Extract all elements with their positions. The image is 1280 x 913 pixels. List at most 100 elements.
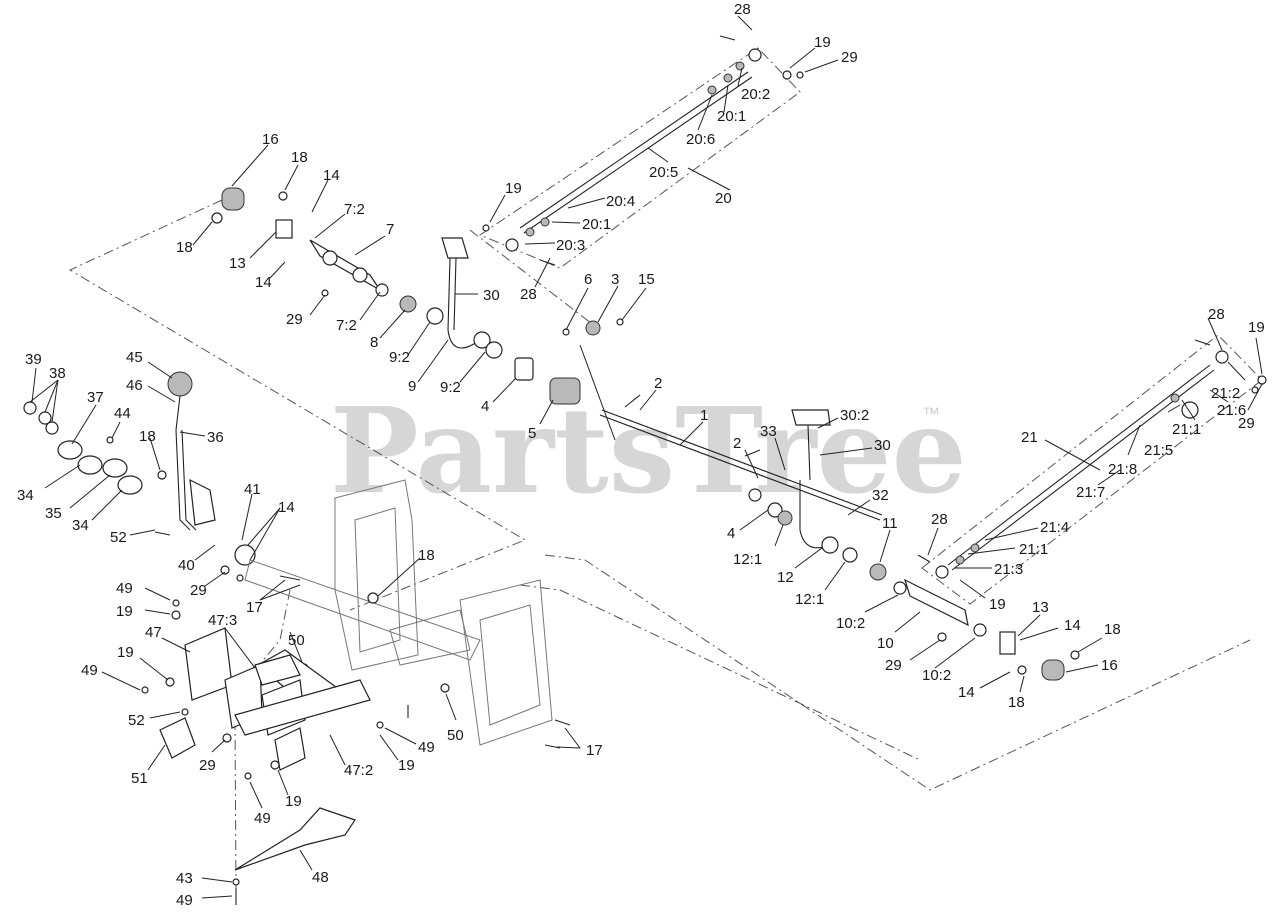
watermark: PartsTree ™ — [330, 381, 967, 520]
callout-label: 7:2 — [344, 201, 365, 218]
callout-label: 47:3 — [208, 612, 237, 629]
callout-label: 13 — [1032, 599, 1049, 616]
callout-label: 14 — [255, 274, 272, 291]
frame-chassis — [244, 479, 571, 749]
callout-label: 8 — [370, 334, 378, 351]
callout-label: 18 — [1008, 694, 1025, 711]
callout-label: 20:1 — [582, 216, 611, 233]
callout-label: 19 — [989, 596, 1006, 613]
callout-label: 17 — [586, 742, 603, 759]
callout-label: 14 — [958, 684, 975, 701]
blade-48 — [232, 807, 356, 905]
callout-label: 18 — [1104, 621, 1121, 638]
callout-label: 19 — [117, 644, 134, 661]
callout-label: 20:4 — [606, 193, 635, 210]
callout-label: 21:7 — [1076, 484, 1105, 501]
callout-label: 49 — [254, 810, 271, 827]
pedal-group-left — [211, 187, 624, 405]
callout-label: 30:2 — [840, 407, 869, 424]
callout-label: 34 — [72, 517, 89, 534]
callout-label: 29 — [190, 582, 207, 599]
callout-label: 21 — [1021, 429, 1038, 446]
leader-lines — [29, 15, 1263, 899]
callout-label: 10:2 — [922, 667, 951, 684]
main-shaft-1 — [599, 394, 1080, 681]
callout-label: 28 — [734, 1, 751, 18]
callout-label: 12:1 — [795, 591, 824, 608]
lever-group-left — [23, 371, 256, 582]
callout-label: 35 — [45, 505, 62, 522]
callout-label: 21:4 — [1040, 519, 1069, 536]
callout-label: 34 — [17, 487, 34, 504]
callout-label: 4 — [727, 525, 735, 542]
callout-label: 20:2 — [741, 86, 770, 103]
callout-label: 20:1 — [717, 108, 746, 125]
callout-label: 9:2 — [389, 349, 410, 366]
callout-label: 29 — [841, 49, 858, 66]
callout-label: 36 — [207, 429, 224, 446]
callout-label: 19 — [505, 180, 522, 197]
callout-label: 18 — [291, 149, 308, 166]
callout-label: 19 — [116, 603, 133, 620]
callout-label: 14 — [1064, 617, 1081, 634]
callout-label: 5 — [528, 425, 536, 442]
callout-label: 29 — [885, 657, 902, 674]
callout-label: 11 — [882, 515, 898, 532]
callout-label: 21:1 — [1172, 421, 1201, 438]
assembly-guide-lines — [68, 47, 1263, 891]
callout-label: 19 — [285, 793, 302, 810]
callout-label: 18 — [176, 239, 193, 256]
callout-label: 2 — [654, 375, 662, 392]
callout-label: 29 — [199, 757, 216, 774]
rod-assembly-20 — [482, 35, 804, 266]
callout-label: 10 — [877, 635, 894, 652]
callout-label: 45 — [126, 349, 143, 366]
callout-label: 19 — [814, 34, 831, 51]
callout-label: 50 — [447, 727, 464, 744]
callout-label: 33 — [760, 423, 777, 440]
callout-label: 16 — [262, 131, 279, 148]
callout-labels: 28 19 29 20:2 20:1 20:6 20:5 20 20:4 20:… — [17, 1, 1265, 909]
callout-label: 21:3 — [994, 561, 1023, 578]
callout-label: 9 — [408, 378, 416, 395]
callout-label: 3 — [611, 271, 619, 288]
callout-label: 4 — [481, 398, 489, 415]
callout-label: 50 — [288, 632, 305, 649]
callout-label: 6 — [584, 271, 592, 288]
callout-label: 21:2 — [1211, 385, 1240, 402]
callout-label: 20:6 — [686, 131, 715, 148]
callout-label: 52 — [110, 529, 127, 546]
callout-label: 49 — [116, 580, 133, 597]
callout-label: 32 — [872, 487, 889, 504]
callout-label: 40 — [178, 557, 195, 574]
callout-label: 29 — [286, 311, 303, 328]
callout-label: 18 — [139, 428, 156, 445]
callout-label: 28 — [520, 286, 537, 303]
callout-label: 52 — [128, 712, 145, 729]
callout-label: 30 — [483, 287, 500, 304]
callout-label: 10:2 — [836, 615, 865, 632]
callout-label: 28 — [931, 511, 948, 528]
watermark-trademark: ™ — [922, 404, 940, 424]
callout-label: 49 — [81, 662, 98, 679]
callout-label: 21:8 — [1108, 461, 1137, 478]
callout-label: 29 — [1238, 415, 1255, 432]
callout-label: 49 — [176, 892, 193, 909]
callout-label: 14 — [323, 167, 340, 184]
callout-label: 48 — [312, 869, 329, 886]
callout-label: 12:1 — [733, 551, 762, 568]
callout-label: 20:3 — [556, 237, 585, 254]
callout-label: 46 — [126, 377, 143, 394]
callout-label: 13 — [229, 255, 246, 272]
callout-label: 9:2 — [440, 379, 461, 396]
callout-label: 12 — [777, 569, 794, 586]
callout-label: 7:2 — [336, 317, 357, 334]
callout-label: 21:5 — [1144, 442, 1173, 459]
callout-label: 28 — [1208, 306, 1225, 323]
callout-label: 20 — [715, 190, 732, 207]
callout-label: 43 — [176, 870, 193, 887]
bracket-assembly-47 — [141, 599, 409, 780]
callout-label: 21:1 — [1019, 541, 1048, 558]
callout-label: 20:5 — [649, 164, 678, 181]
